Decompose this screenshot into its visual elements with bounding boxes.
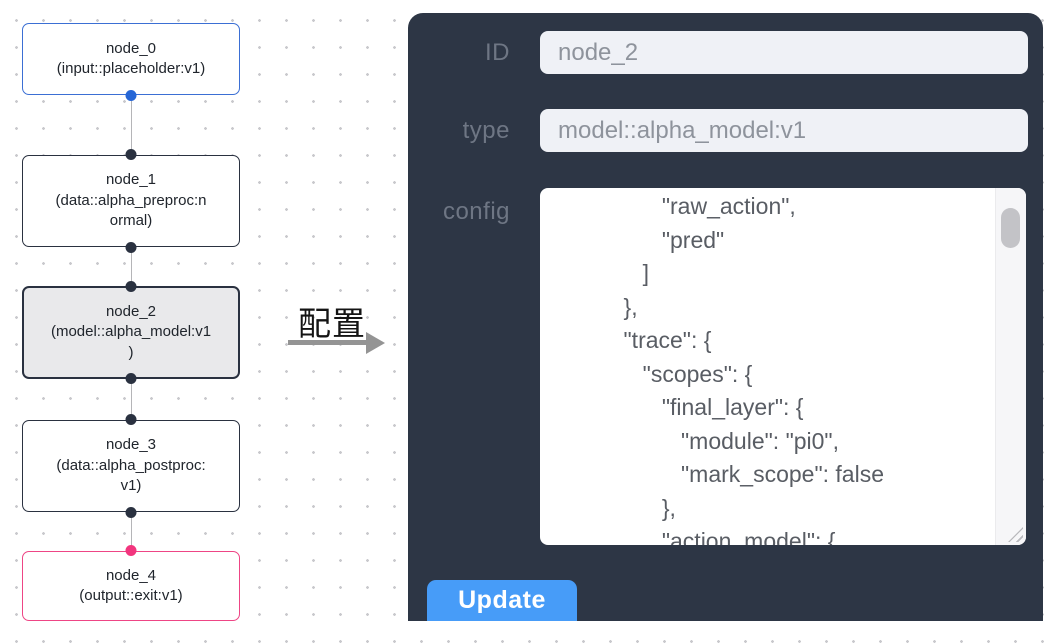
node-type-label: (output::exit:v1) [79, 587, 183, 604]
flow-node-node_3[interactable]: node_3 (data::alpha_postproc: v1) [22, 414, 240, 518]
node-type-label: v1) [120, 477, 142, 495]
node-type-label: (model::alpha_model:v1 [50, 323, 212, 341]
edge-node2-node3 [130, 379, 133, 420]
edge-node3-node4 [130, 512, 133, 551]
flow-node-node_2-selected[interactable]: node_2 (model::alpha_model:v1 ) [22, 281, 240, 384]
flow-node-node_0[interactable]: node_0 (input::placeholder:v1) [22, 23, 240, 101]
node-config-panel: ID type config "raw_action", "pred" ] },… [408, 13, 1043, 621]
node-id-label: node_2 [105, 302, 157, 320]
node-type-label: ) [128, 343, 134, 361]
scrollbar-thumb[interactable] [1001, 208, 1020, 248]
config-json-text: "raw_action", "pred" ] }, "trace": { "sc… [623, 193, 885, 545]
source-handle-icon[interactable] [125, 242, 137, 253]
node-id-label: node_4 [105, 566, 157, 584]
node-id-label: node_3 [105, 436, 157, 454]
flow-node-node_1[interactable]: node_1 (data::alpha_preproc:n ormal) [22, 149, 240, 253]
source-handle-icon[interactable] [125, 373, 137, 384]
target-handle-icon[interactable] [125, 414, 137, 425]
scrollbar[interactable] [995, 188, 1026, 545]
id-input[interactable] [540, 31, 1028, 74]
target-handle-icon[interactable] [125, 545, 137, 556]
edge-node0-node1 [130, 95, 133, 155]
arrow-right-head-icon [366, 331, 385, 354]
node-id-label: node_1 [105, 171, 157, 189]
update-button[interactable]: Update [427, 580, 577, 621]
config-textarea[interactable]: "raw_action", "pred" ] }, "trace": { "sc… [540, 188, 1026, 545]
target-handle-icon[interactable] [125, 149, 137, 160]
node-type-label: (data::alpha_preproc:n [55, 191, 207, 209]
node-type-label: (input::placeholder:v1) [56, 60, 206, 77]
edge-node1-node2 [130, 247, 133, 286]
source-handle-icon[interactable] [125, 507, 137, 518]
node-id-label: node_0 [105, 39, 157, 57]
id-field-label: ID [485, 39, 510, 66]
arrow-right-icon [288, 340, 370, 345]
config-field-label: config [442, 198, 510, 225]
type-field-label: type [462, 117, 510, 144]
type-input[interactable] [540, 109, 1028, 152]
node-type-label: ormal) [109, 212, 153, 230]
source-handle-icon[interactable] [125, 90, 137, 101]
flow-node-node_4[interactable]: node_4 (output::exit:v1) [22, 545, 240, 621]
node-type-label: (data::alpha_postproc: [56, 456, 206, 474]
configure-annotation-label: 配置 [298, 305, 366, 342]
target-handle-icon[interactable] [125, 281, 137, 292]
